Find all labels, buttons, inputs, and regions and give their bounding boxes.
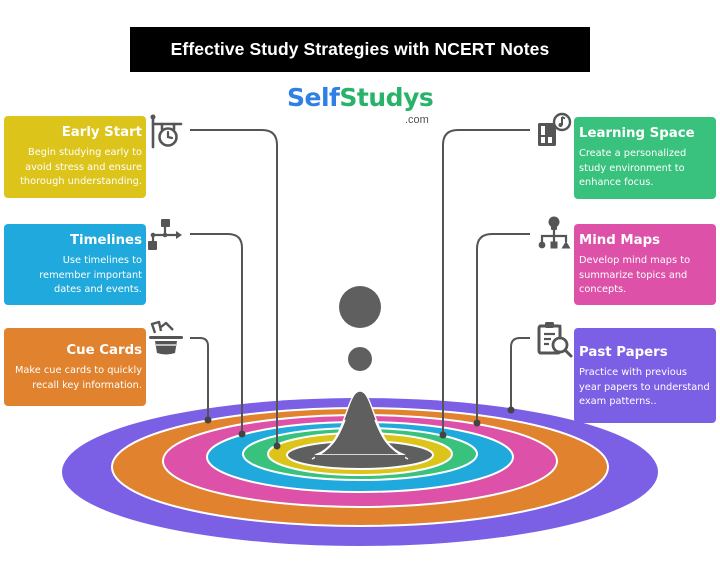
card-description: Use timelines to remember important date… bbox=[39, 255, 142, 295]
card-title: Past Papers bbox=[579, 345, 668, 360]
logo-text-studys: Studys bbox=[339, 83, 434, 112]
timeline-flow-icon bbox=[148, 219, 182, 250]
hat-cards-icon bbox=[149, 320, 183, 355]
card-description: Begin studying early to avoid stress and… bbox=[20, 147, 142, 187]
card-timelines: Timelines Use timelines to remember impo… bbox=[4, 224, 146, 305]
title-banner: Effective Study Strategies with NCERT No… bbox=[130, 27, 590, 72]
card-description: Create a personalized study environment … bbox=[579, 148, 687, 188]
signboard-clock-icon bbox=[150, 114, 183, 149]
card-description: Practice with previous year papers to un… bbox=[579, 367, 710, 407]
dot-early-start bbox=[273, 442, 281, 450]
connector-past-papers bbox=[510, 337, 530, 410]
card-mind-maps: Mind Maps Develop mind maps to summarize… bbox=[574, 224, 716, 305]
connector-early-start bbox=[190, 129, 278, 446]
card-early-start: Early Start Begin studying early to avoi… bbox=[4, 116, 146, 198]
card-description: Develop mind maps to summarize topics an… bbox=[579, 255, 691, 295]
page-title: Effective Study Strategies with NCERT No… bbox=[170, 39, 550, 59]
large-ball bbox=[339, 286, 381, 328]
card-learning-space: Learning Space Create a personalized stu… bbox=[574, 117, 716, 199]
card-title: Early Start bbox=[61, 125, 142, 140]
center-peak bbox=[314, 390, 406, 456]
connector-dots bbox=[204, 406, 515, 450]
card-title: Cue Cards bbox=[66, 343, 142, 358]
connector-mind-maps bbox=[476, 233, 530, 423]
dot-cue-cards bbox=[204, 416, 212, 424]
small-ball bbox=[348, 347, 372, 371]
dot-past-papers bbox=[507, 406, 515, 414]
card-description: Make cue cards to quickly recall key inf… bbox=[14, 365, 142, 391]
room-music-icon bbox=[538, 112, 572, 146]
logo-text-self: Self bbox=[287, 83, 340, 112]
card-title: Learning Space bbox=[579, 126, 695, 141]
card-title: Mind Maps bbox=[579, 233, 661, 248]
card-title: Timelines bbox=[69, 233, 142, 248]
logo-domain-suffix: .com bbox=[405, 114, 429, 126]
connector-cue-cards bbox=[190, 337, 209, 420]
dot-timelines bbox=[238, 430, 246, 438]
connector-learning-space bbox=[442, 129, 530, 435]
card-cue-cards: Cue Cards Make cue cards to quickly reca… bbox=[4, 328, 146, 406]
selfstudys-logo: SelfStudys .com bbox=[284, 83, 436, 129]
hierarchy-icon bbox=[538, 216, 571, 249]
clipboard-search-icon bbox=[537, 322, 573, 358]
connectors bbox=[190, 129, 530, 446]
dot-mind-maps bbox=[473, 419, 481, 427]
dot-learning-space bbox=[439, 431, 447, 439]
target-rings bbox=[62, 398, 658, 546]
connector-timelines bbox=[190, 233, 243, 434]
card-past-papers: Past Papers Practice with previous year … bbox=[574, 328, 716, 423]
